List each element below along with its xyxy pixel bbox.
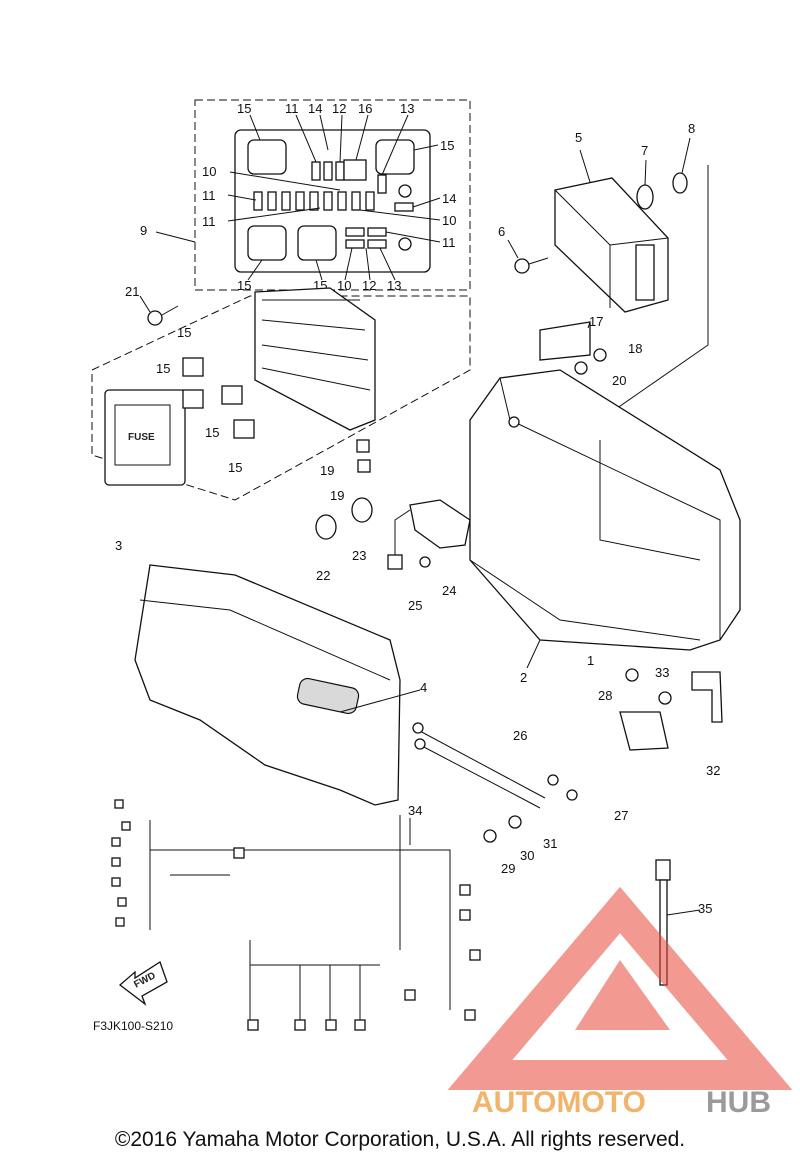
- label-5: 5: [575, 130, 582, 145]
- label-11: 11: [442, 235, 456, 250]
- label-11: 11: [202, 214, 216, 229]
- label-12: 12: [332, 101, 346, 116]
- diagram-code: F3JK100-S210: [93, 1019, 173, 1033]
- label-35: 35: [698, 901, 712, 916]
- label-19: 19: [320, 463, 334, 478]
- label-22: 22: [316, 568, 330, 583]
- label-2: 2: [520, 670, 527, 685]
- label-15: 15: [177, 325, 191, 340]
- label-31: 31: [543, 836, 557, 851]
- sensor-assembly: [315, 497, 471, 570]
- label-15: 15: [228, 460, 242, 475]
- label-15: 15: [237, 101, 251, 116]
- label-10: 10: [442, 213, 456, 228]
- label-15: 15: [237, 278, 251, 293]
- label-4: 4: [420, 680, 427, 695]
- fuse-cover-label: FUSE: [128, 432, 155, 443]
- label-25: 25: [408, 598, 422, 613]
- label-15: 15: [156, 361, 170, 376]
- label-27: 27: [614, 808, 628, 823]
- fwd-arrow: FWD: [118, 961, 168, 1006]
- label-24: 24: [442, 583, 456, 598]
- label-15: 15: [440, 138, 454, 153]
- label-9: 9: [140, 223, 147, 238]
- label-28: 28: [598, 688, 612, 703]
- battery-cables: [412, 668, 723, 843]
- electrical-box-cover: [134, 564, 421, 806]
- label-20: 20: [612, 373, 626, 388]
- wire-harness: [111, 799, 481, 1031]
- label-30: 30: [520, 848, 534, 863]
- label-11: 11: [202, 188, 216, 203]
- label-1: 1: [587, 653, 594, 668]
- watermark-logo: [447, 886, 793, 1090]
- relay-box-assembly: FUSE: [91, 287, 471, 501]
- label-14: 14: [442, 191, 456, 206]
- label-32: 32: [706, 763, 720, 778]
- cable-tie: [655, 859, 701, 986]
- ecu-unit: [507, 137, 709, 421]
- label-33: 33: [655, 665, 669, 680]
- label-21: 21: [125, 284, 139, 299]
- label-13: 13: [387, 278, 401, 293]
- label-26: 26: [513, 728, 527, 743]
- label-29: 29: [501, 861, 515, 876]
- electrical-box-base: [469, 321, 741, 651]
- label-14: 14: [308, 101, 322, 116]
- label-15: 15: [205, 425, 219, 440]
- label-10: 10: [202, 164, 216, 179]
- label-13: 13: [400, 101, 414, 116]
- label-11: 11: [285, 101, 299, 116]
- label-3: 3: [115, 538, 122, 553]
- label-17: 17: [589, 314, 603, 329]
- label-34: 34: [408, 803, 422, 818]
- label-10: 10: [337, 278, 351, 293]
- label-19: 19: [330, 488, 344, 503]
- copyright-notice: ©2016 Yamaha Motor Corporation, U.S.A. A…: [114, 1128, 686, 1151]
- label-23: 23: [352, 548, 366, 563]
- label-6: 6: [498, 224, 505, 239]
- label-18: 18: [628, 341, 642, 356]
- watermark-text-automoto: AUTOMOTO: [472, 1086, 646, 1119]
- fusebox-layout: 15 11 14 12 16 13 15 10 11 14 11 10 11 1…: [194, 99, 471, 293]
- watermark-text-hub: HUB: [706, 1086, 771, 1119]
- label-12: 12: [362, 278, 376, 293]
- label-16: 16: [358, 101, 372, 116]
- label-8: 8: [688, 121, 695, 136]
- label-7: 7: [641, 143, 648, 158]
